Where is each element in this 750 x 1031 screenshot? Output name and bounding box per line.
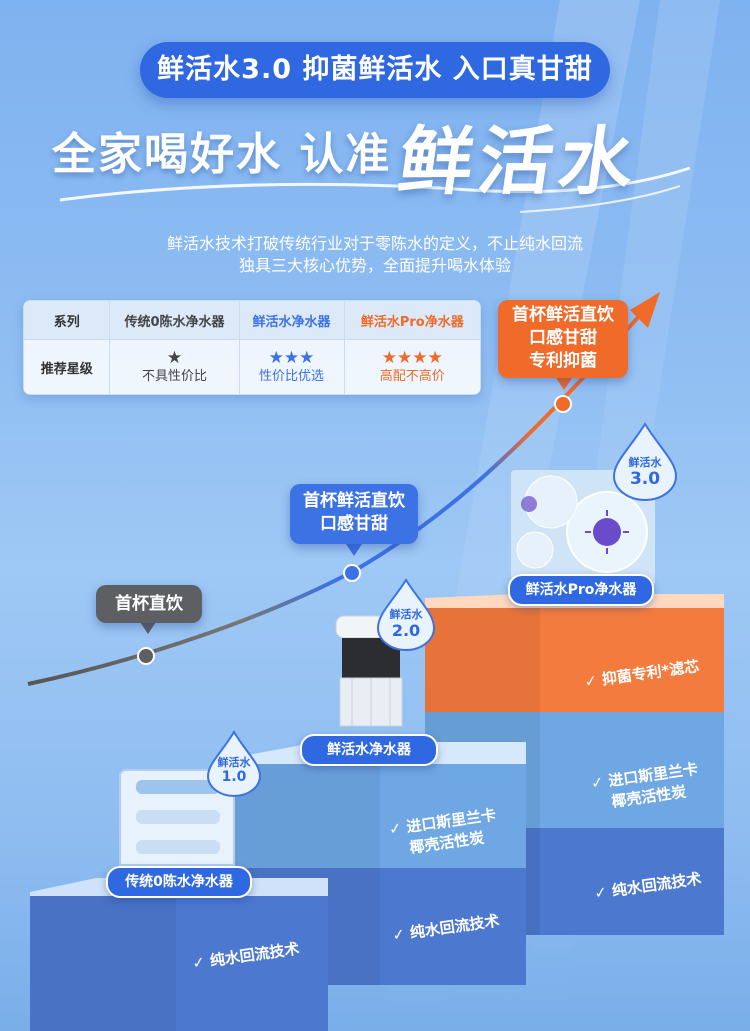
stars-traditional: ★ <box>166 348 183 368</box>
comparison-table: 系列 传统0陈水净水器 鲜活水净水器 鲜活水Pro净水器 推荐星级 ★ 不具性价… <box>23 300 481 395</box>
drop-2-top: 鲜活水 <box>389 608 423 621</box>
bubble-pro-line3: 专利抑菌 <box>529 351 597 371</box>
bubble-fresh-line2: 口感甘甜 <box>320 514 388 534</box>
curve-point-blue <box>343 564 361 582</box>
curve-point-gray <box>137 647 155 665</box>
drop-3-version: 3.0 <box>629 469 661 489</box>
product-label-fresh-pro: 鲜活水Pro净水器 <box>508 574 654 606</box>
product-label-fresh: 鲜活水净水器 <box>300 734 438 766</box>
table-header-row: 系列 传统0陈水净水器 鲜活水净水器 鲜活水Pro净水器 <box>23 300 481 340</box>
curve-point-orange <box>554 395 572 413</box>
table-header-series: 系列 <box>23 300 111 340</box>
drop-1-top: 鲜活水 <box>217 756 251 769</box>
headline: 全家喝好水 认准 <box>52 129 392 180</box>
table-header-traditional: 传统0陈水净水器 <box>109 300 240 340</box>
drop-badge-3-icon <box>612 422 678 501</box>
table-cell-fresh: ★★★ 性价比优选 <box>238 339 345 395</box>
drop-badge-1-icon <box>206 730 262 797</box>
top-slogan-pill: 鲜活水3.0 抑菌鲜活水 入口真甘甜 <box>140 42 610 98</box>
bubble-pro-line2: 口感甘甜 <box>529 328 597 348</box>
product-label-traditional: 传统0陈水净水器 <box>106 866 252 898</box>
table-rating-row: 推荐星级 ★ 不具性价比 ★★★ 性价比优选 ★★★★ 高配不高价 <box>23 339 481 395</box>
drop-1-version: 1.0 <box>221 769 247 785</box>
drop-2-version: 2.0 <box>391 621 421 640</box>
table-cell-traditional: ★ 不具性价比 <box>109 339 240 395</box>
drop-3-top: 鲜活水 <box>628 456 662 469</box>
note-fresh: 性价比优选 <box>259 369 325 384</box>
stars-fresh: ★★★ <box>268 348 315 368</box>
stars-fresh-pro: ★★★★ <box>381 348 443 368</box>
bubble-fresh: 首杯鲜活直饮 口感甘甜 <box>290 484 418 544</box>
bubble-first-cup: 首杯直饮 <box>96 585 202 623</box>
table-row-label: 推荐星级 <box>23 339 111 395</box>
table-header-fresh-pro: 鲜活水Pro净水器 <box>343 300 481 340</box>
bubble-fresh-line1: 首杯鲜活直饮 <box>303 491 405 511</box>
drop-badge-2-icon <box>376 578 436 651</box>
description-line-2: 独具三大核心优势，全面提升喝水体验 <box>238 256 511 275</box>
pro-antibacterial-image <box>511 470 655 586</box>
bubble-pro-line1: 首杯鲜活直饮 <box>512 305 614 325</box>
note-traditional: 不具性价比 <box>142 369 208 384</box>
note-fresh-pro: 高配不高价 <box>379 369 445 384</box>
bubble-fresh-pro: 首杯鲜活直饮 口感甘甜 专利抑菌 <box>498 300 628 378</box>
table-cell-fresh-pro: ★★★★ 高配不高价 <box>343 339 481 395</box>
table-header-fresh: 鲜活水净水器 <box>238 300 345 340</box>
description-line-1: 鲜活水技术打破传统行业对于零陈水的定义，不止纯水回流 <box>166 234 583 253</box>
